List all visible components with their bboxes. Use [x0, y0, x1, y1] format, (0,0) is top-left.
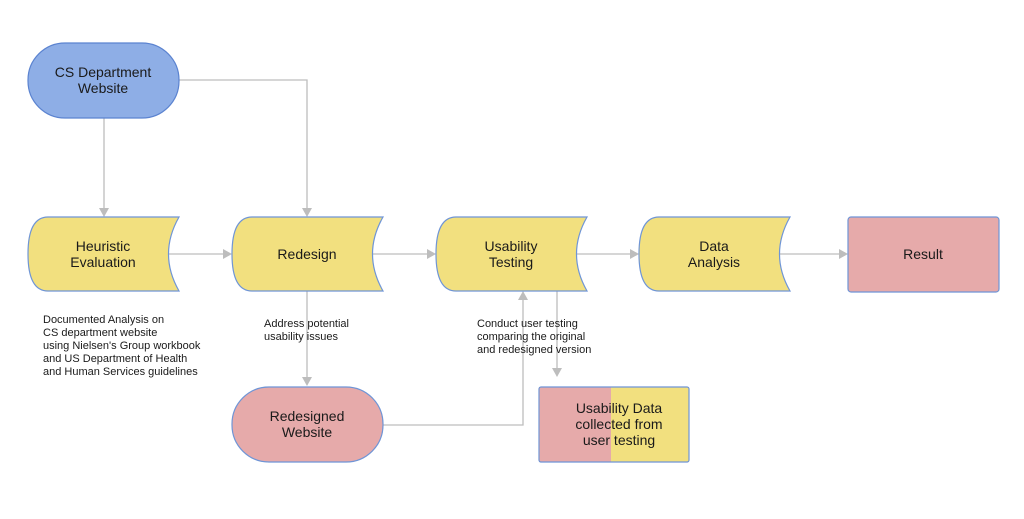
arrow-redesign-to-redesigned-website — [302, 377, 312, 386]
arrow-redesigned-website-to-testing — [518, 291, 528, 300]
note-line: and Human Services guidelines — [43, 366, 198, 378]
arrow-website-to-redesign — [302, 208, 312, 217]
label-line: CS Department — [55, 64, 152, 80]
label-line: collected from — [575, 416, 662, 432]
note-line: Conduct user testing — [477, 318, 578, 330]
label-line: Evaluation — [70, 254, 135, 270]
label-line: Heuristic — [76, 238, 130, 254]
arrow-testing-to-analysis — [630, 249, 639, 259]
arrow-testing-to-usability-data — [552, 368, 562, 377]
stored-data-shape — [27, 216, 181, 292]
result-node[interactable]: Result — [847, 216, 1000, 293]
stored-data-shape — [435, 216, 589, 292]
connectors — [99, 79, 848, 426]
result-label: Result — [903, 246, 943, 262]
label-line: Redesign — [277, 246, 336, 262]
note-line: usability issues — [264, 331, 338, 343]
note-line: comparing the original — [477, 331, 585, 343]
label-line: Usability — [485, 238, 538, 254]
process-shape — [847, 216, 1000, 293]
arrow-website-to-heuristic — [99, 208, 109, 217]
label-line: Usability Data — [576, 400, 663, 416]
note-line: and US Department of Health — [43, 353, 187, 365]
redesign-node[interactable]: Redesign — [231, 216, 385, 292]
note-line: CS department website — [43, 327, 157, 339]
label-line: Analysis — [688, 254, 740, 270]
stored-data-shape — [231, 216, 385, 292]
arrow-heuristic-to-redesign — [223, 249, 232, 259]
arrow-redesign-to-testing — [427, 249, 436, 259]
usability-data-right-fill — [611, 387, 689, 462]
note-line: using Nielsen's Group workbook — [43, 340, 201, 352]
label-line: Result — [903, 246, 943, 262]
connector-website-to-redesign — [179, 79, 308, 208]
usability-data-left-fill — [539, 387, 611, 462]
label-line: Website — [78, 80, 129, 96]
note-line: and redesigned version — [477, 344, 591, 356]
label-line: Website — [282, 424, 333, 440]
terminator-shape — [27, 42, 180, 119]
label-line: user testing — [583, 432, 655, 448]
arrow-analysis-to-result — [839, 249, 848, 259]
usability-data-border — [538, 386, 690, 463]
note-line: Documented Analysis on — [43, 314, 164, 326]
connector-redesigned-website-to-testing — [382, 300, 524, 426]
label-line: Redesigned — [270, 408, 345, 424]
stored-data-shape — [638, 216, 792, 292]
label-line: Testing — [489, 254, 533, 270]
redesign-label: Redesign — [277, 246, 336, 262]
note-line: Address potential — [264, 318, 349, 330]
label-line: Data — [699, 238, 729, 254]
terminator-shape — [231, 386, 384, 463]
